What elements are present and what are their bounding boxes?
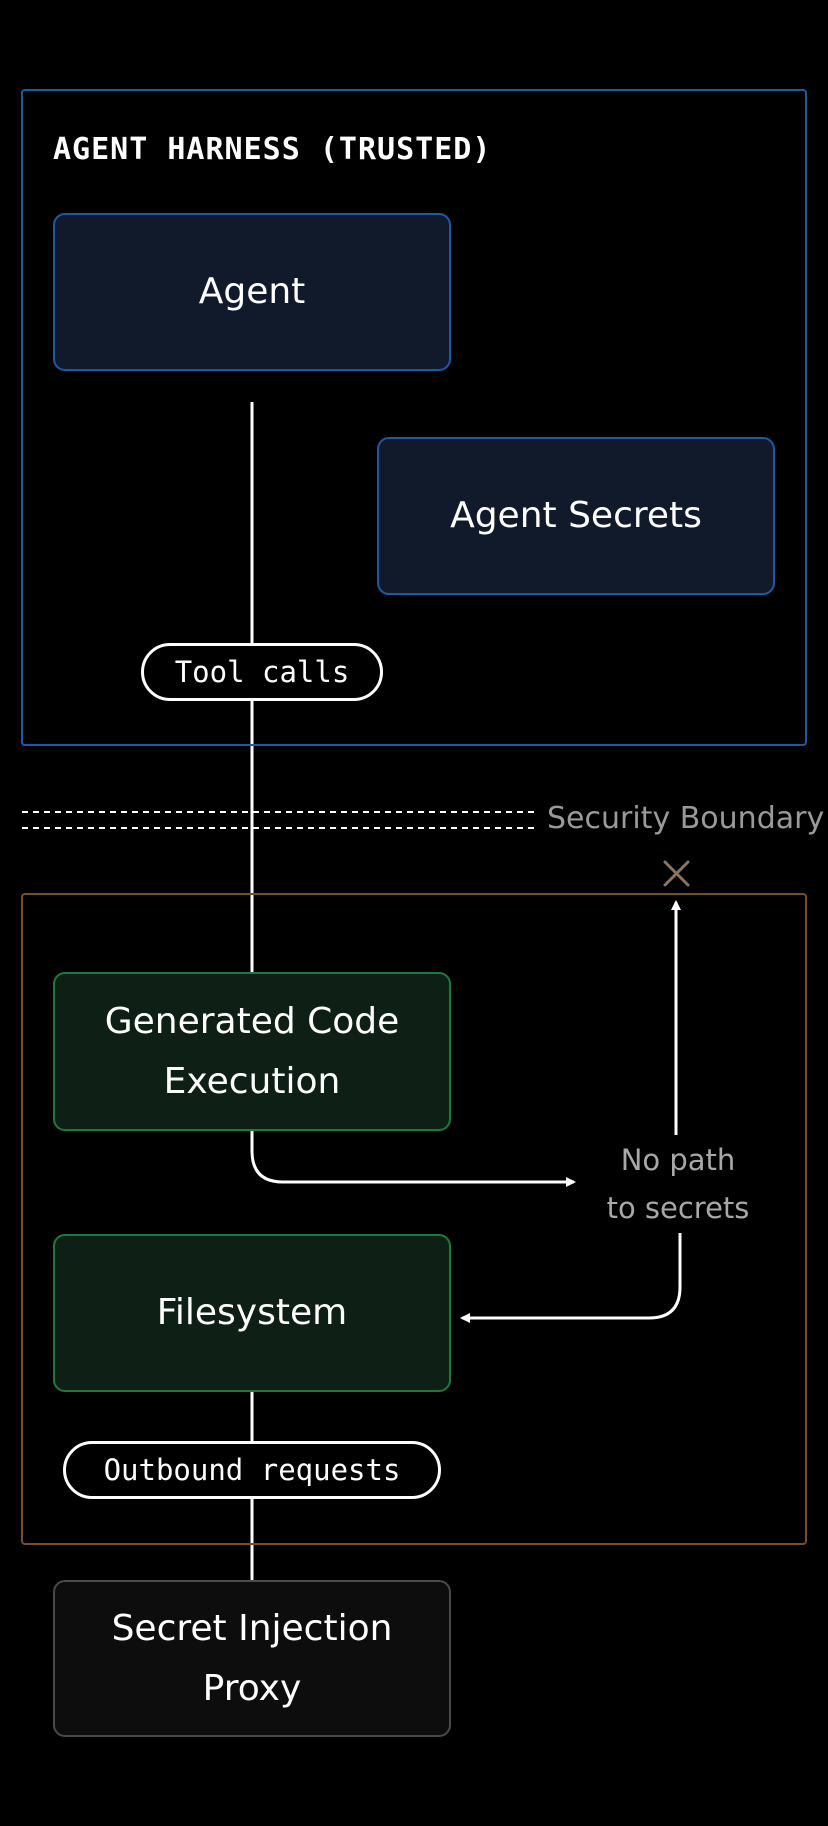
agent-harness-region bbox=[21, 89, 807, 746]
edge-code-to-no-path bbox=[250, 1131, 576, 1187]
tool-calls-label: Tool calls bbox=[141, 643, 383, 701]
blocked-x-icon bbox=[663, 860, 690, 887]
sandbox-region bbox=[21, 893, 807, 1545]
outbound-requests-label: Outbound requests bbox=[63, 1441, 441, 1499]
no-path-to-secrets-label: No path to secrets bbox=[606, 1143, 750, 1225]
agent-node[interactable]: Agent bbox=[53, 213, 451, 371]
security-boundary-label: Security Boundary bbox=[547, 801, 825, 836]
secret-injection-proxy-node[interactable]: Secret Injection Proxy bbox=[53, 1580, 451, 1737]
agent-harness-title: AGENT HARNESS (TRUSTED) bbox=[53, 132, 492, 167]
agent-secrets-node[interactable]: Agent Secrets bbox=[377, 437, 775, 595]
generated-code-execution-node[interactable]: Generated Code Execution bbox=[53, 972, 451, 1131]
filesystem-node[interactable]: Filesystem bbox=[53, 1234, 451, 1392]
edge-no-path-to-filesystem bbox=[460, 1233, 682, 1323]
